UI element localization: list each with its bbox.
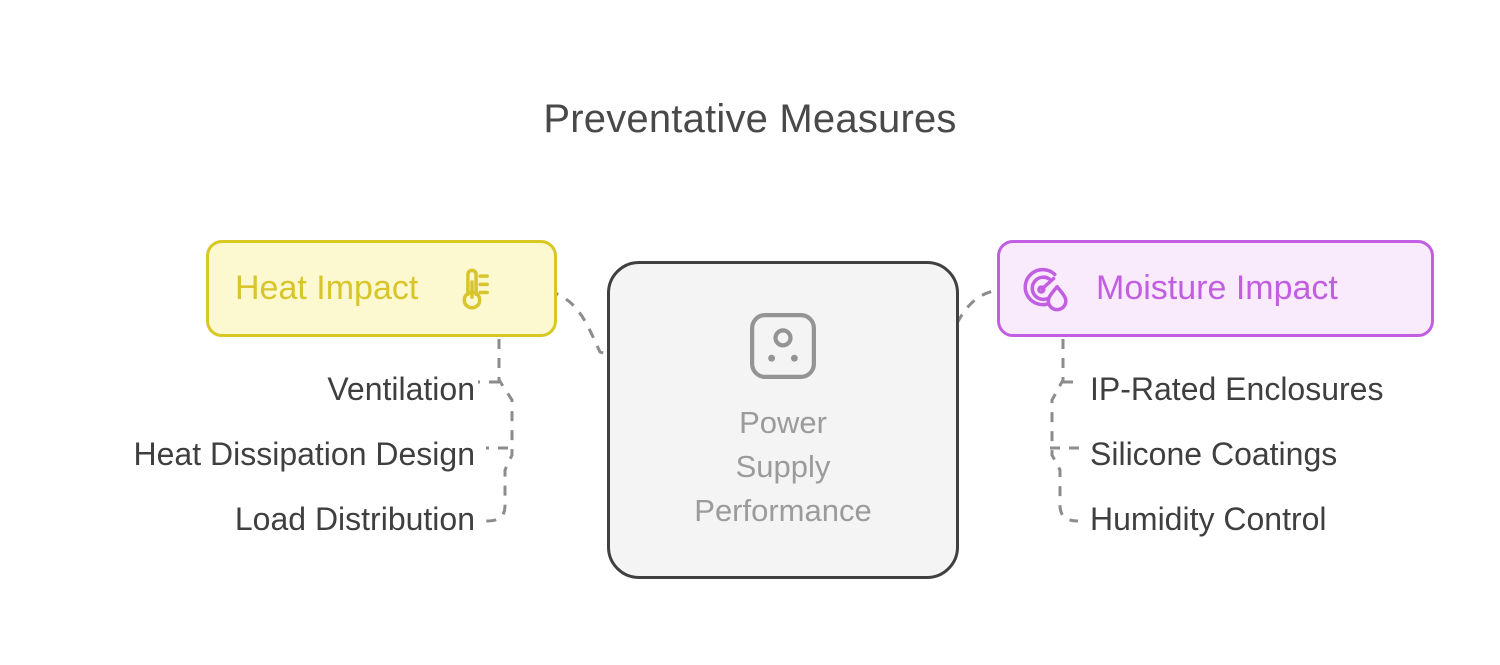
leaf-list-heat: Ventilation Heat Dissipation Design Load… [0, 357, 476, 552]
central-node-label: Power Supply Performance [694, 405, 872, 528]
branch-box-moisture-impact[interactable]: Moisture Impact [997, 240, 1434, 337]
leaf-item-ventilation[interactable]: Ventilation [327, 371, 475, 407]
page-title: Preventative Measures [543, 97, 957, 141]
leaf-item-heat-dissipation-design[interactable]: Heat Dissipation Design [133, 436, 476, 472]
power-socket-icon [750, 313, 816, 379]
leaf-item-silicone-coatings[interactable]: Silicone Coatings [1090, 436, 1338, 472]
branch-label-moisture-impact: Moisture Impact [1096, 269, 1338, 307]
leaf-list-moisture: IP-Rated Enclosures Silicone Coatings Hu… [1090, 357, 1490, 552]
branch-label-heat-impact: Heat Impact [235, 269, 419, 307]
leaf-item-ip-rated-enclosures[interactable]: IP-Rated Enclosures [1090, 371, 1384, 407]
central-node-power-supply-performance[interactable]: Power Supply Performance [607, 261, 959, 579]
leaf-item-load-distribution[interactable]: Load Distribution [234, 501, 475, 537]
connector-heat-spine [485, 339, 514, 523]
connector-moisture-spine [1050, 339, 1079, 523]
humidity-gauge-icon [1023, 267, 1068, 311]
branch-box-heat-impact[interactable]: Heat Impact [206, 240, 557, 337]
thermometer-icon [462, 268, 490, 310]
leaf-item-humidity-control[interactable]: Humidity Control [1090, 501, 1327, 537]
